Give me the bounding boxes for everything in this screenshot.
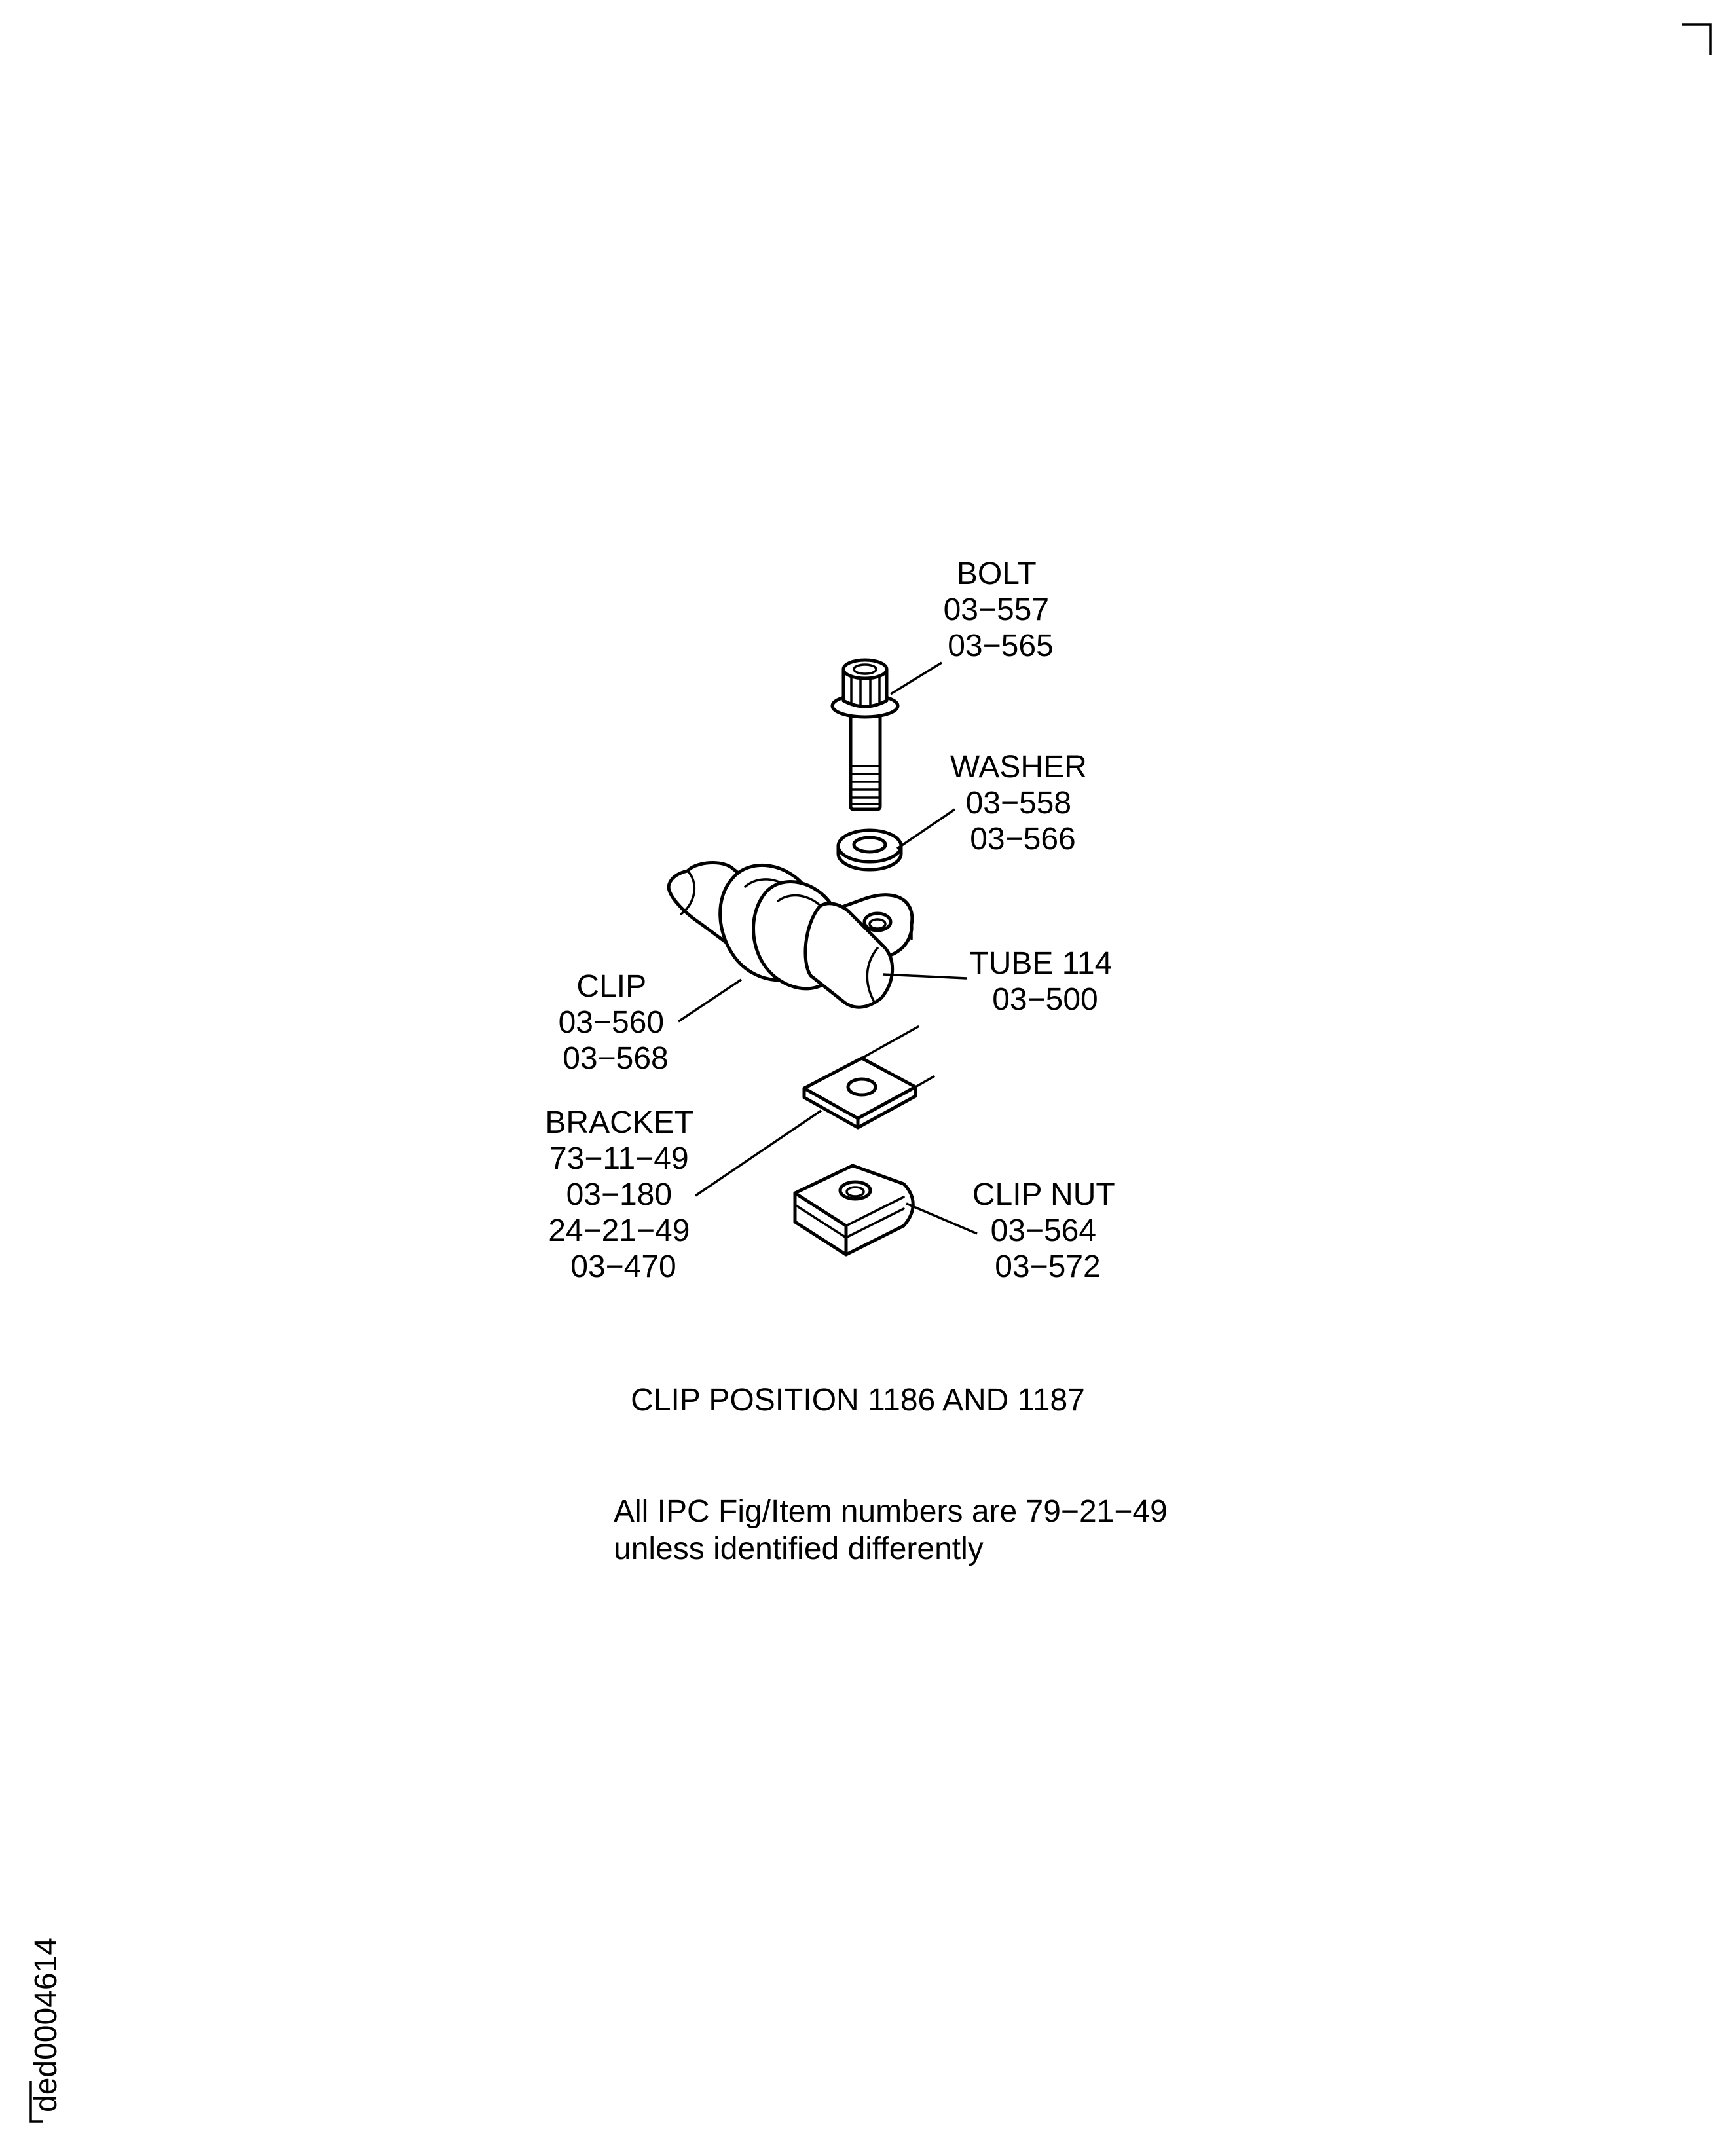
washer-callout-name: WASHER	[950, 750, 1087, 784]
bolt-callout: BOLT 03−557 03−565	[944, 557, 1058, 663]
washer-callout-number-2: 03−566	[970, 822, 1076, 856]
bolt-callout-number-1: 03−557	[944, 593, 1050, 627]
tube-callout-name: TUBE 114	[969, 946, 1112, 981]
clip-callout-name: CLIP	[576, 969, 646, 1004]
clip-callout: CLIP 03−560 03−568	[559, 969, 673, 1076]
clip-nut-callout-number-2: 03−572	[995, 1249, 1101, 1284]
top-right-corner-mark	[1682, 23, 1712, 55]
bottom-left-corner-mark	[29, 2081, 43, 2123]
clip-nut-callout-number-1: 03−564	[991, 1213, 1097, 1248]
bracket-callout-number-2: 03−180	[566, 1177, 673, 1212]
bolt-callout-name: BOLT	[957, 557, 1036, 591]
clip-callout-number-2: 03−568	[563, 1041, 669, 1076]
figure-caption: CLIP POSITION 1186 AND 1187	[631, 1383, 1085, 1418]
washer-part	[836, 828, 903, 872]
bracket-callout-name: BRACKET	[545, 1105, 693, 1140]
clip-leader-line	[678, 978, 742, 1023]
clip-nut-leader-line	[906, 1202, 978, 1235]
tube-and-clip-part	[667, 861, 914, 1009]
washer-leader-line	[896, 808, 955, 850]
bolt-part	[830, 658, 900, 811]
bracket-callout-number-3: 24−21−49	[548, 1213, 690, 1248]
bracket-callout: BRACKET 73−11−49 03−180 24−21−49 03−470	[545, 1105, 701, 1284]
bracket-callout-number-4: 03−470	[570, 1249, 676, 1284]
ipc-note-line-1: All IPC Fig/Item numbers are 79−21−49	[614, 1494, 1168, 1529]
tube-callout: TUBE 114 03−500	[969, 946, 1120, 1017]
drawing-id: ded0004614	[29, 1938, 64, 2112]
washer-callout-number-1: 03−558	[966, 786, 1072, 820]
bolt-callout-number-2: 03−565	[948, 629, 1054, 663]
clip-nut-callout-name: CLIP NUT	[972, 1177, 1115, 1212]
ipc-note-line-2: unless identified differently	[614, 1532, 984, 1566]
bracket-part	[802, 1025, 935, 1130]
washer-callout: WASHER 03−558 03−566	[950, 750, 1096, 856]
clip-nut-part	[793, 1164, 915, 1257]
bolt-leader-line	[890, 661, 942, 695]
tube-callout-number-1: 03−500	[992, 982, 1098, 1017]
ipc-note: All IPC Fig/Item numbers are 79−21−49 un…	[614, 1494, 1176, 1566]
tube-leader-line	[882, 973, 967, 980]
bracket-callout-number-1: 73−11−49	[549, 1141, 689, 1176]
clip-callout-number-1: 03−560	[559, 1005, 665, 1040]
clip-nut-callout: CLIP NUT 03−564 03−572	[972, 1177, 1123, 1284]
bracket-leader-line	[695, 1109, 822, 1197]
